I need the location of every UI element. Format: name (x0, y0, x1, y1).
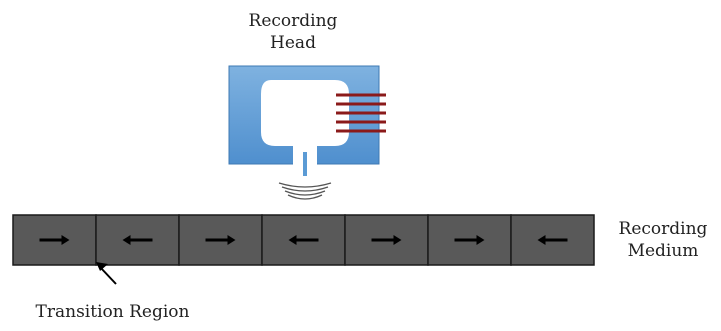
field-line (287, 194, 323, 200)
medium-domain (178, 214, 263, 266)
recording-medium (12, 214, 595, 266)
medium-domain (261, 214, 346, 266)
recording-head-label: Recording Head (218, 10, 368, 54)
medium-domain (427, 214, 512, 266)
head-label-line-1: Recording (248, 11, 338, 31)
field-line (278, 182, 332, 188)
medium-domain (344, 214, 429, 266)
arrow-left-icon (122, 235, 153, 245)
arrow-right-icon (39, 235, 70, 245)
arrow-right-icon (205, 235, 236, 245)
head-core (261, 80, 349, 176)
arrow-left-icon (288, 235, 319, 245)
recording-head (228, 65, 386, 200)
medium-label-line-1: Recording (618, 219, 708, 239)
transition-region-label: Transition Region (35, 302, 190, 322)
medium-domain (510, 214, 595, 266)
medium-domain (95, 214, 180, 266)
transition-pointer (96, 262, 117, 285)
medium-label-line-2: Medium (627, 241, 699, 261)
recording-medium-label: Recording Medium (608, 218, 718, 262)
head-label-line-2: Head (270, 33, 316, 53)
field-line (281, 186, 329, 192)
head-gap (303, 152, 307, 176)
medium-domain (12, 214, 97, 266)
arrow-right-icon (454, 235, 485, 245)
arrow-right-icon (371, 235, 402, 245)
arrow-left-icon (537, 235, 568, 245)
field-line (284, 190, 326, 196)
coil-windings (336, 93, 386, 133)
magnetic-field-lines (278, 182, 332, 200)
